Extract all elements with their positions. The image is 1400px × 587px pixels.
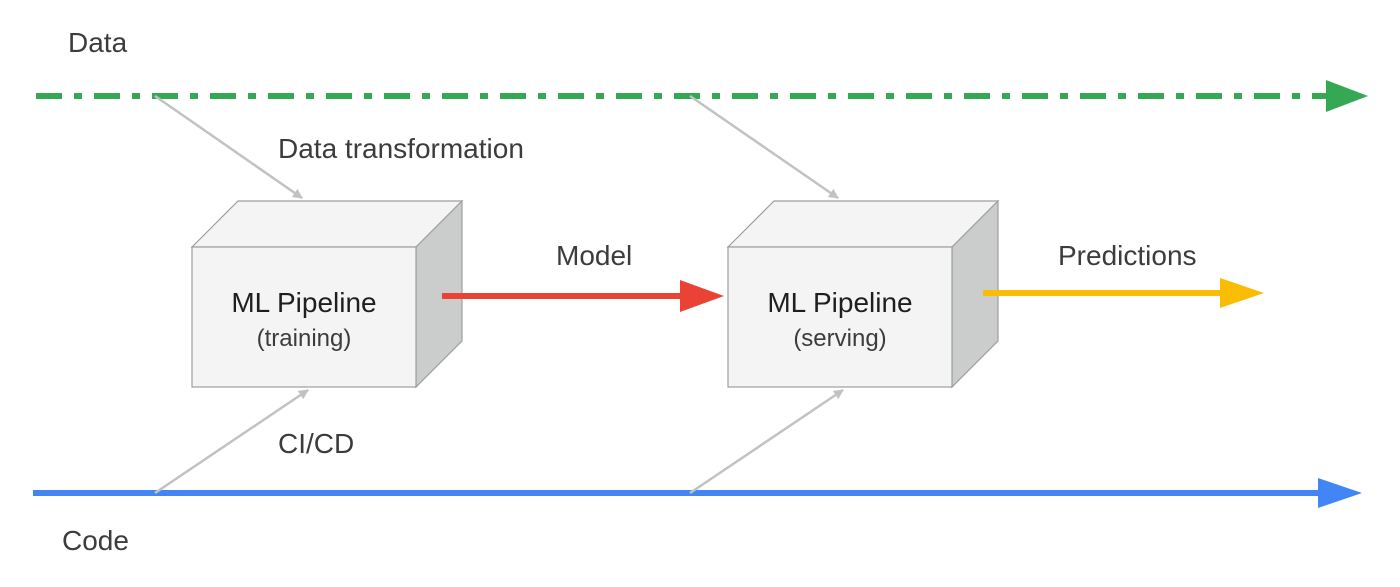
training-pipeline-title: ML Pipeline: [231, 287, 376, 318]
model-arrowhead: [680, 280, 724, 312]
serving-pipeline-box: ML Pipeline (serving): [726, 199, 1000, 389]
serving-pipeline-subtitle: (serving): [793, 325, 886, 352]
data-transformation-label: Data transformation: [278, 133, 524, 164]
code-label: Code: [62, 525, 129, 556]
data-label: Data: [68, 27, 128, 58]
training-pipeline-subtitle: (training): [257, 325, 352, 352]
data-transform-connector-serving: [689, 94, 839, 200]
training-pipeline-box: ML Pipeline (training): [190, 199, 464, 389]
predictions-arrowhead: [1220, 278, 1264, 308]
predictions-label: Predictions: [1058, 240, 1197, 271]
cicd-connector-serving: [689, 388, 844, 495]
data-transform-connector-training: [154, 94, 303, 200]
cicd-label: CI/CD: [278, 428, 354, 459]
model-label: Model: [556, 240, 632, 271]
training-box-front: [191, 246, 417, 388]
code-timeline-arrowhead: [1318, 478, 1362, 508]
data-timeline-arrowhead: [1326, 80, 1368, 112]
serving-box-top: [726, 200, 1000, 248]
serving-pipeline-title: ML Pipeline: [767, 287, 912, 318]
cicd-connector-training: [154, 388, 309, 495]
training-box-top: [190, 200, 464, 248]
serving-box-front: [727, 246, 953, 388]
